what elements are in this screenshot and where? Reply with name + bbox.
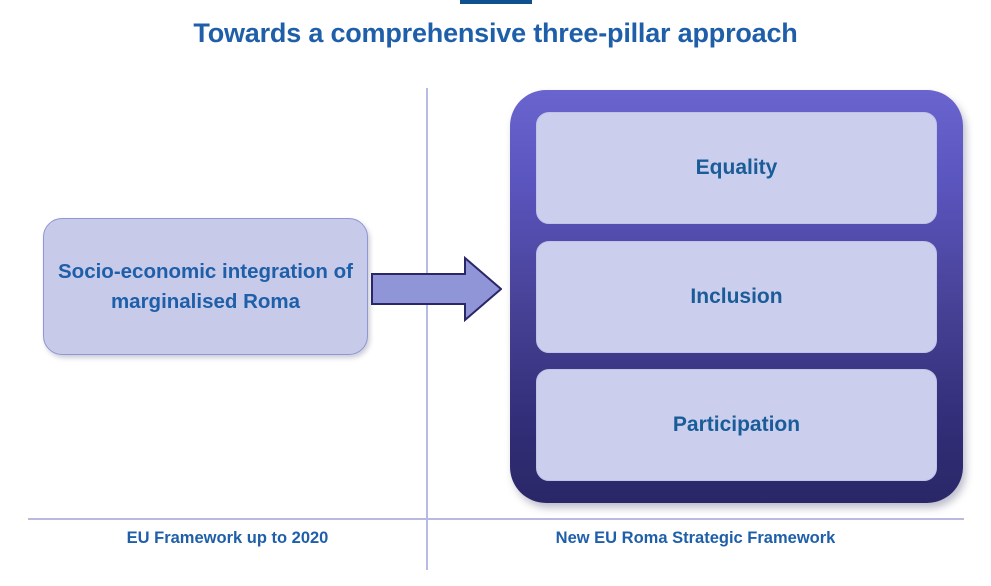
top-accent-bar: [460, 0, 532, 4]
footer-caption-right: New EU Roma Strategic Framework: [555, 529, 836, 547]
page-title: Towards a comprehensive three-pillar app…: [193, 18, 798, 48]
pillar-inclusion-label: Inclusion: [690, 284, 783, 308]
right-arrow-icon: [371, 255, 503, 323]
new-framework-container: Equality Inclusion Participation: [510, 90, 963, 503]
legacy-framework-box: Socio-economic integration of marginalis…: [43, 218, 368, 355]
footer-rule-left: [28, 518, 427, 520]
pillar-equality-label: Equality: [695, 156, 778, 179]
pillar-equality: Equality: [536, 112, 937, 224]
legacy-framework-label: Socio-economic integration of marginalis…: [58, 260, 353, 313]
pillar-inclusion: Inclusion: [536, 240, 937, 353]
pillar-participation: Participation: [536, 369, 937, 481]
vertical-divider: [426, 88, 428, 570]
footer-rule-right: [427, 518, 964, 520]
footer-caption-left: EU Framework up to 2020: [126, 529, 329, 547]
pillar-participation-label: Participation: [672, 413, 801, 436]
